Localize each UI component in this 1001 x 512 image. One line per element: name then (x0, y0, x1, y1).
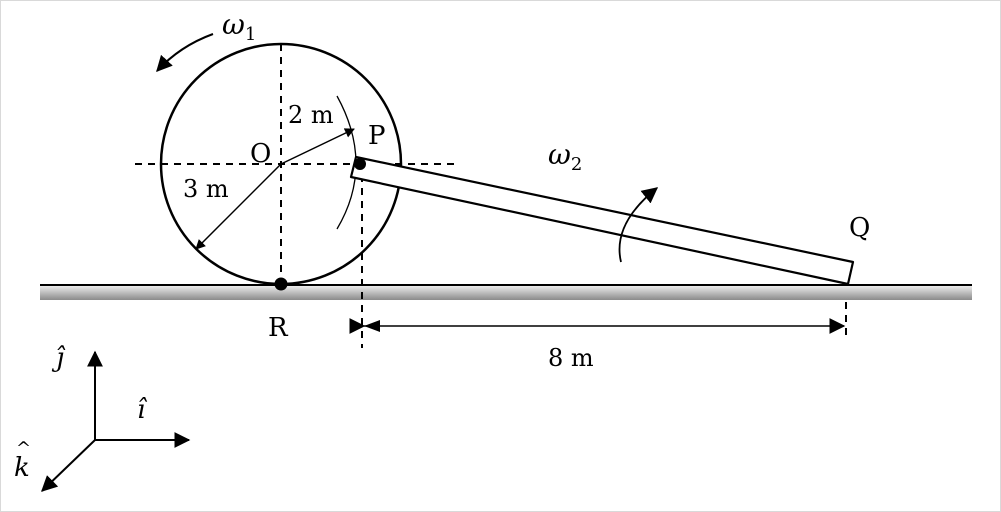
omega2-subscript: 2 (571, 154, 582, 175)
axis-i-label: î (137, 395, 148, 425)
omega2-label: ω2 (548, 138, 582, 175)
point-o-label: O (250, 139, 271, 169)
omega1-arrow (156, 33, 214, 72)
axis-k (41, 439, 96, 492)
point-r-label: R (268, 313, 289, 343)
pin-p (354, 158, 366, 170)
omega1-label: ω1 (222, 8, 256, 45)
axis-k-hat-mark: ^ (16, 438, 31, 459)
omega2-arrow (618, 187, 659, 263)
rod-pq (349, 155, 855, 286)
axis-j-label: ĵ (51, 343, 66, 373)
dimension-8m-label: 8 m (548, 344, 594, 372)
radius-3m-label: 3 m (183, 175, 229, 203)
axis-k-label: k (14, 453, 30, 483)
contact-point-r (274, 277, 288, 291)
point-p-label: P (368, 121, 386, 151)
radius-3m-arrow (195, 163, 282, 250)
radius-2m-label: 2 m (288, 101, 334, 129)
omega1-subscript: 1 (245, 24, 256, 45)
dimension-8m-left-arrowhead (364, 320, 380, 332)
point-q-label: Q (849, 213, 870, 243)
ground-surface (40, 285, 972, 300)
radius-2m-arrow (280, 128, 355, 165)
radius-2m-arc (336, 95, 357, 230)
